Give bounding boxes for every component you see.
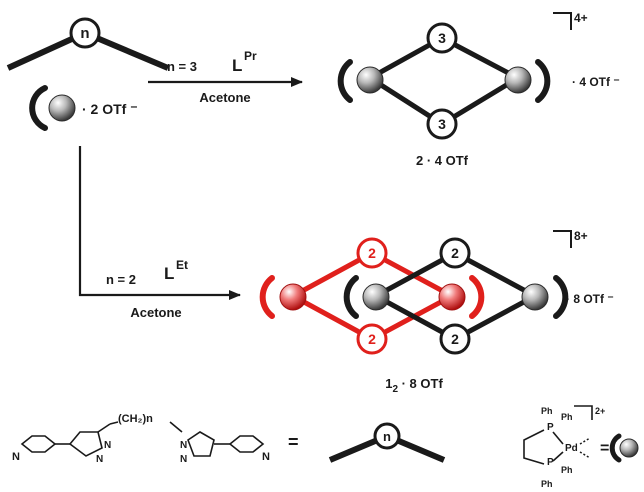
- legend-ligand-symbol-label: n: [383, 429, 391, 444]
- p-label-top: P: [547, 422, 554, 433]
- p-label-bottom: P: [547, 457, 554, 468]
- legend-ligand-symbol: n: [328, 422, 446, 463]
- bottom-counterion: · 8 OTf ⁻: [566, 292, 614, 306]
- pyrazole-n-right-a: N: [180, 440, 187, 451]
- pyrazole-n-left-a: N: [96, 454, 103, 465]
- bottom-reaction-arrow: n = 2 L Et Acetone: [78, 146, 241, 320]
- pyridine-n-left: N: [12, 451, 20, 463]
- bottom-product-cage: 2 2 2 2 8+ · 8 OTf ⁻ 12 · 8 OTf: [259, 229, 614, 395]
- ligand-structure: N N N (CH₂)n N N N: [12, 413, 270, 465]
- top-counterion: · 4 OTf ⁻: [572, 75, 620, 89]
- pyrazole-n-right-b: N: [180, 454, 187, 465]
- bottom-ligand-sup: Et: [176, 258, 188, 272]
- pd-label: Pd: [565, 443, 578, 454]
- top-product-name: 2 · 4 OTf: [416, 153, 469, 168]
- top-bridge-label-lower: 3: [438, 116, 446, 132]
- metal-precursor: · 2 OTf ⁻: [29, 85, 138, 131]
- pyridine-n-right: N: [262, 451, 270, 463]
- black-bridge-label-upper: 2: [451, 245, 459, 261]
- complex-charge: 2+: [595, 406, 605, 416]
- pyrazole-n-left-b: N: [104, 440, 111, 451]
- metal-salt-label: · 2 OTf ⁻: [82, 101, 138, 117]
- top-charge: 4+: [574, 11, 588, 25]
- linker-label: (CH₂)n: [118, 413, 153, 425]
- red-bridge-label-upper: 2: [368, 245, 376, 261]
- bottom-solvent: Acetone: [130, 305, 181, 320]
- ph-label-1: Ph: [541, 406, 553, 416]
- ph-label-3: Ph: [561, 465, 573, 475]
- ph-label-2: Ph: [561, 412, 573, 422]
- legend-metal-symbol: [609, 433, 639, 463]
- black-bridge-label-lower: 2: [451, 331, 459, 347]
- top-ligand-sup: Pr: [244, 49, 257, 63]
- top-reaction-arrow: n = 3 L Pr Acetone: [148, 49, 303, 105]
- bottom-charge: 8+: [574, 229, 588, 243]
- equals-sign-2: =: [600, 440, 609, 457]
- ligand-symbol-label: n: [80, 25, 89, 42]
- top-solvent: Acetone: [199, 90, 250, 105]
- top-condition: n = 3: [167, 59, 197, 74]
- top-bridge-label-upper: 3: [438, 30, 446, 46]
- ligand-symbol: n: [6, 17, 170, 71]
- red-bridge-label-lower: 2: [368, 331, 376, 347]
- pd-complex: Ph Ph P Pd P Ph Ph 2+: [523, 405, 605, 489]
- top-product-cage: 3 3 4+ · 4 OTf ⁻ 2 · 4 OTf: [337, 11, 620, 168]
- bottom-condition: n = 2: [106, 272, 136, 287]
- bottom-product-name: 12 · 8 OTf: [385, 376, 443, 395]
- bottom-ligand: L: [164, 264, 174, 283]
- equals-sign-1: =: [288, 432, 299, 452]
- ph-label-4: Ph: [541, 479, 553, 489]
- top-ligand: L: [232, 56, 242, 75]
